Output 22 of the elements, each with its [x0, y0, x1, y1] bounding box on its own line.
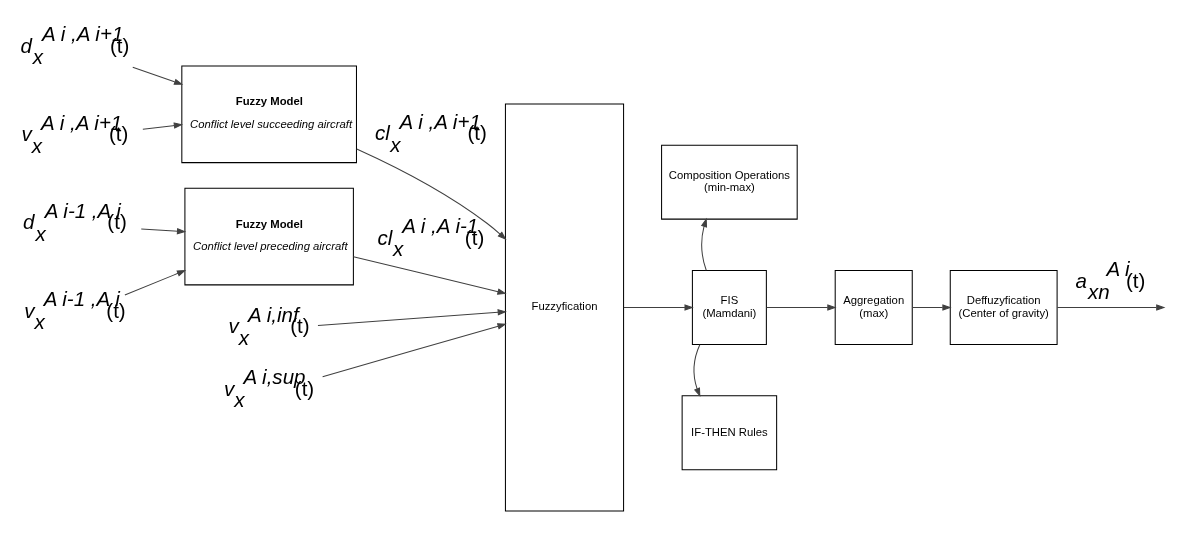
- arrow: [132, 66, 184, 85]
- node-box: Composition Operations (min-max): [661, 144, 798, 220]
- arrow: [693, 344, 701, 398]
- node-box: IF-THEN Rules: [681, 395, 778, 471]
- arrow: [766, 304, 837, 311]
- arrow: [911, 304, 952, 311]
- node-box: FIS (Mamdani): [691, 270, 767, 345]
- node-box: Fuzzy Model Conflict level preceding aircraft: [184, 187, 354, 286]
- arrow: [140, 227, 187, 235]
- arrow: [623, 304, 694, 311]
- arrow: [352, 256, 507, 295]
- arrow: [317, 309, 507, 327]
- arrow: [356, 148, 507, 241]
- arrow: [142, 122, 184, 130]
- node-box: Fuzzyfication: [504, 103, 625, 512]
- arrow: [1056, 304, 1166, 311]
- node-box: Aggregation (max): [834, 270, 913, 345]
- node-box: Deffuzyfication (Center of gravity): [949, 270, 1058, 345]
- arrow: [124, 270, 187, 296]
- arrow: [700, 217, 708, 271]
- node-box: Fuzzy Model Conflict level succeeding aircraft: [181, 65, 357, 164]
- arrow: [322, 323, 507, 378]
